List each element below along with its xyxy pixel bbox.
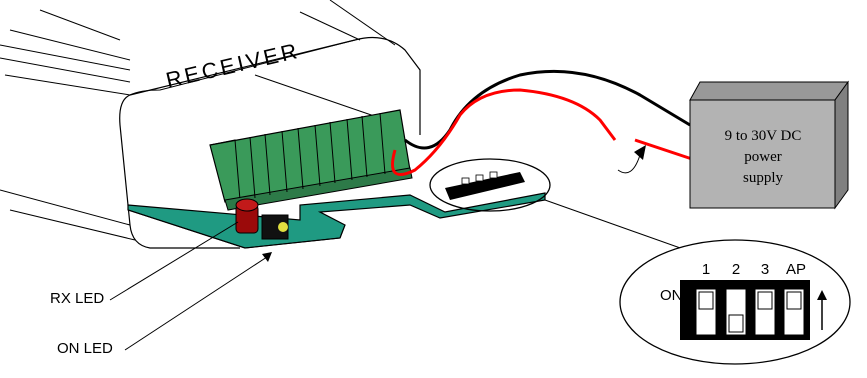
on-led-leader	[124, 254, 271, 351]
dip-switch-label-3: 3	[761, 261, 769, 278]
dip-switch-detail	[619, 239, 851, 365]
dip-switch-label-2: 2	[732, 261, 740, 278]
on-led-arrow-icon	[262, 252, 272, 262]
power-supply	[689, 80, 849, 210]
rx-led-label: RX LED	[50, 290, 104, 307]
dip-on-label: ON	[660, 287, 683, 304]
terminal-block	[209, 109, 413, 211]
rx-led	[235, 198, 259, 234]
positive-wire	[391, 88, 617, 176]
rx-led-leader	[109, 221, 239, 301]
up-arrow-icon	[817, 290, 827, 330]
board-dip-switch	[429, 158, 551, 212]
positive-wire-lead	[634, 138, 696, 162]
receiver-housing	[0, 0, 701, 256]
power-supply-line1: 9 to 30V DC	[725, 128, 802, 144]
dip-switch-label-1: 1	[702, 261, 710, 278]
dip-switch-label-ap: AP	[786, 261, 806, 278]
power-supply-line2: power	[744, 149, 782, 165]
insert-arrow-icon	[617, 145, 646, 174]
on-led-label: ON LED	[57, 340, 113, 357]
power-supply-line3: supply	[743, 170, 784, 186]
on-led	[261, 214, 289, 240]
circuit-board	[127, 192, 546, 249]
